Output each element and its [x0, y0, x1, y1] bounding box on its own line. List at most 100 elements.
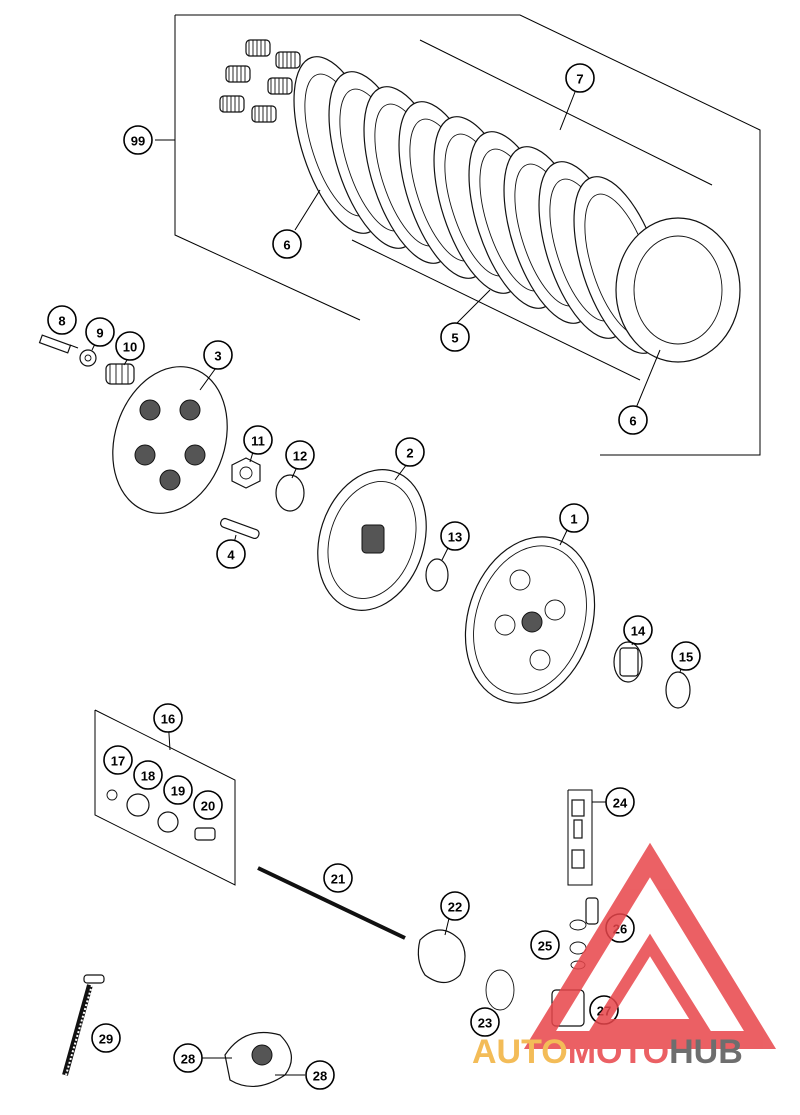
callout-25: 25: [530, 930, 560, 960]
callout-circle: [163, 775, 193, 805]
callout-number: 22: [448, 900, 462, 915]
pressure-plate: [112, 366, 228, 514]
callout-11: 11: [243, 425, 273, 455]
clutch-plate-stack: [293, 56, 741, 363]
callout-12: 12: [285, 440, 315, 470]
callout-circle: [623, 615, 653, 645]
callout-9: 9: [85, 317, 115, 347]
callout-circle: [103, 745, 133, 775]
callout-number: 5: [451, 331, 458, 346]
callout-29: 29: [91, 1023, 121, 1053]
plate-leaders: [294, 39, 713, 409]
callout-18: 18: [133, 760, 163, 790]
needle-bearing-sleeve: [613, 641, 691, 709]
callout-circle: [565, 63, 595, 93]
callout-1: 1: [559, 503, 589, 533]
bleeder-valve: [567, 789, 593, 886]
watermark-auto: AUTO: [472, 1033, 568, 1071]
inner-clutch-hub: [317, 469, 427, 611]
seal-kit-outline: [94, 709, 236, 886]
callout-circle: [153, 703, 183, 733]
nut-lockwasher-pushrod: [220, 457, 305, 540]
bleeding-syringe: [62, 974, 105, 1076]
callout-8: 8: [47, 305, 77, 335]
callout-99: 99: [123, 125, 153, 155]
svg-text:AUTOMOTOHUB: AUTOMOTOHUB: [472, 1033, 743, 1071]
callout-circle: [440, 322, 470, 352]
callout-4: 4: [216, 539, 246, 569]
callout-number: 19: [171, 784, 185, 799]
callout-circle: [203, 340, 233, 370]
callout-circle: [305, 1060, 335, 1090]
callout-number: 6: [283, 238, 290, 253]
callout-circle: [85, 317, 115, 347]
callout-circle: [671, 641, 701, 671]
callout-number: 99: [131, 134, 145, 149]
callout-number: 16: [161, 712, 175, 727]
callout-19: 19: [163, 775, 193, 805]
pushrod: [257, 866, 406, 940]
callout-number: 14: [631, 624, 646, 639]
callout-number: 12: [293, 449, 307, 464]
callout-circle: [243, 425, 273, 455]
callout-22: 22: [440, 891, 470, 921]
seal-kit-parts: [106, 789, 216, 841]
watermark-triangle-logo: [523, 842, 777, 1049]
callout-number: 29: [99, 1032, 113, 1047]
callout-21: 21: [323, 863, 353, 893]
callout-circle: [559, 503, 589, 533]
o-ring: [485, 969, 515, 1011]
callout-16: 16: [153, 703, 183, 733]
callout-number: 28: [313, 1069, 327, 1084]
callout-14: 14: [623, 615, 653, 645]
callout-3: 3: [203, 340, 233, 370]
callout-number: 13: [448, 530, 462, 545]
callout-7: 7: [565, 63, 595, 93]
callout-circle: [216, 539, 246, 569]
callout-20: 20: [193, 790, 223, 820]
callout-23: 23: [470, 1007, 500, 1037]
callout-6: 6: [272, 229, 302, 259]
callout-circle: [123, 125, 153, 155]
callout-number: 11: [251, 434, 265, 449]
callout-circle: [440, 521, 470, 551]
callout-number: 17: [111, 754, 125, 769]
callout-10: 10: [115, 331, 145, 361]
callout-number: 4: [227, 548, 235, 563]
callout-28: 28: [305, 1060, 335, 1090]
callout-number: 21: [331, 872, 345, 887]
callout-number: 20: [201, 799, 215, 814]
callout-number: 8: [58, 314, 65, 329]
callout-circle: [440, 891, 470, 921]
callout-circle: [323, 863, 353, 893]
callout-number: 18: [141, 769, 155, 784]
callout-2: 2: [395, 437, 425, 467]
callout-13: 13: [440, 521, 470, 551]
callout-15: 15: [671, 641, 701, 671]
callout-number: 2: [406, 446, 413, 461]
callout-number: 24: [613, 796, 628, 811]
callout-circle: [618, 405, 648, 435]
callout-5: 5: [440, 322, 470, 352]
callout-circle: [193, 790, 223, 820]
clutch-basket: [464, 536, 596, 704]
callout-circle: [285, 440, 315, 470]
callout-number: 1: [570, 512, 577, 527]
callout-circle: [605, 787, 635, 817]
callout-circle: [173, 1043, 203, 1073]
callout-17: 17: [103, 745, 133, 775]
callout-circle: [47, 305, 77, 335]
callout-number: 10: [123, 340, 137, 355]
callout-circle: [133, 760, 163, 790]
slave-cylinder: [200, 1031, 305, 1087]
callout-circle: [395, 437, 425, 467]
callout-24: 24: [605, 787, 635, 817]
callout-number: 28: [181, 1052, 195, 1067]
spring-set: [219, 39, 301, 123]
watermark-moto: MOTO: [568, 1033, 669, 1071]
bolt-washer-spring: [38, 334, 135, 385]
callout-number: 9: [96, 326, 103, 341]
callout-circle: [470, 1007, 500, 1037]
callout-number: 15: [679, 650, 693, 665]
